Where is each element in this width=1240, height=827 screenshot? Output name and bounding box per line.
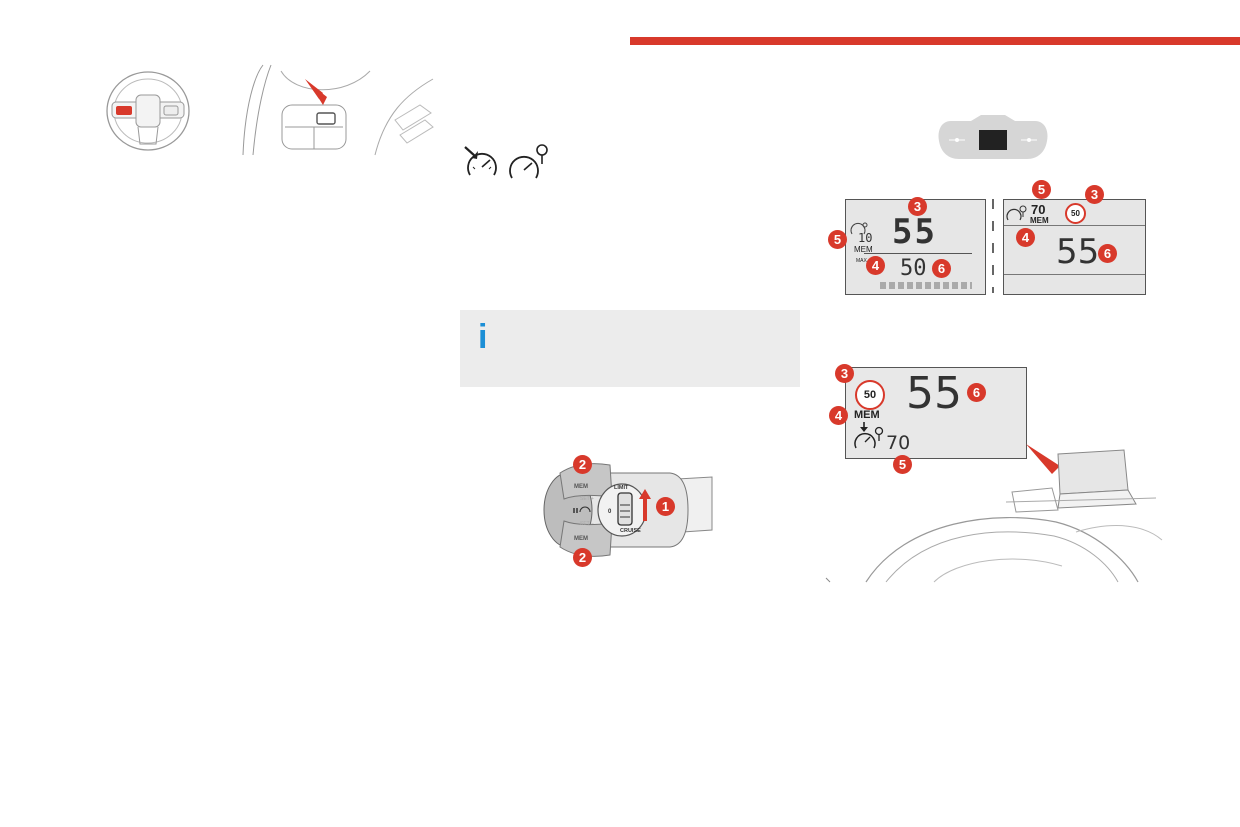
divider-line: [1004, 274, 1145, 275]
badge-4: 4: [829, 406, 848, 425]
info-icon: i: [478, 318, 488, 356]
badge-6: 6: [967, 383, 986, 402]
stored-speed: 70: [1031, 202, 1046, 217]
control-stalk-icon[interactable]: MEM MEM SET + SET − LIMIT CRUISE 0: [540, 455, 715, 570]
steering-wheel-icon: [106, 71, 190, 151]
stored-speed: 70: [886, 432, 911, 454]
head-up-display-icon: [825, 444, 1163, 583]
stalk-set-plus: SET +: [580, 496, 594, 502]
stalk-limit-label: LIMIT: [614, 485, 629, 491]
speed-limiter-icon: [509, 144, 548, 179]
badge-6: 6: [932, 259, 951, 278]
mem-label: MEM: [1030, 216, 1049, 225]
speed-limiter-icon: [1006, 205, 1027, 221]
mem-label: MEM: [854, 245, 873, 254]
stalk-mem-bottom: MEM: [574, 536, 588, 542]
header-accent-bar: [630, 37, 1240, 45]
bar-segments: [880, 282, 972, 289]
badge-2-bottom: 2: [573, 548, 592, 567]
badge-3: 3: [908, 197, 927, 216]
set-speed: 50: [900, 256, 927, 281]
badge-2-top: 2: [573, 455, 592, 474]
stalk-zero-label: 0: [608, 509, 612, 515]
mem-label: MEM: [854, 409, 880, 421]
stalk-cruise-label: CRUISE: [620, 528, 641, 534]
badge-6: 6: [1098, 244, 1117, 263]
instrument-cluster-icon: [938, 115, 1048, 159]
divider-line: [1004, 225, 1145, 226]
stalk-set-minus: SET −: [580, 521, 594, 527]
badge-3: 3: [835, 364, 854, 383]
max-label: MAX: [856, 258, 867, 264]
badge-4: 4: [1016, 228, 1035, 247]
badge-3: 3: [1085, 185, 1104, 204]
speedometer-icon: [850, 222, 868, 235]
limit-value: 10: [858, 231, 873, 245]
cluster-display-b: 70 MEM 50 55: [1003, 199, 1146, 295]
big-speed: 55: [892, 212, 937, 252]
divider-line: [864, 253, 972, 254]
badge-4: 4: [866, 256, 885, 275]
badge-5: 5: [828, 230, 847, 249]
head-up-display: 50 55 MEM 70: [845, 367, 1027, 459]
speed-limiter-icon: [854, 422, 884, 449]
badge-1: 1: [656, 497, 675, 516]
stalk-mem-top: MEM: [574, 484, 588, 490]
current-speed: 55: [1056, 232, 1100, 272]
badge-5: 5: [893, 455, 912, 474]
cruise-control-icon: [464, 146, 497, 176]
badge-5: 5: [1032, 180, 1051, 199]
info-box: [460, 310, 800, 387]
current-speed: 55: [906, 368, 962, 419]
separator-dashed: [992, 199, 994, 293]
speed-limit-sign: 50: [1065, 203, 1086, 224]
speed-limit-sign: 50: [855, 380, 885, 410]
steering-control-icon: [242, 64, 434, 156]
